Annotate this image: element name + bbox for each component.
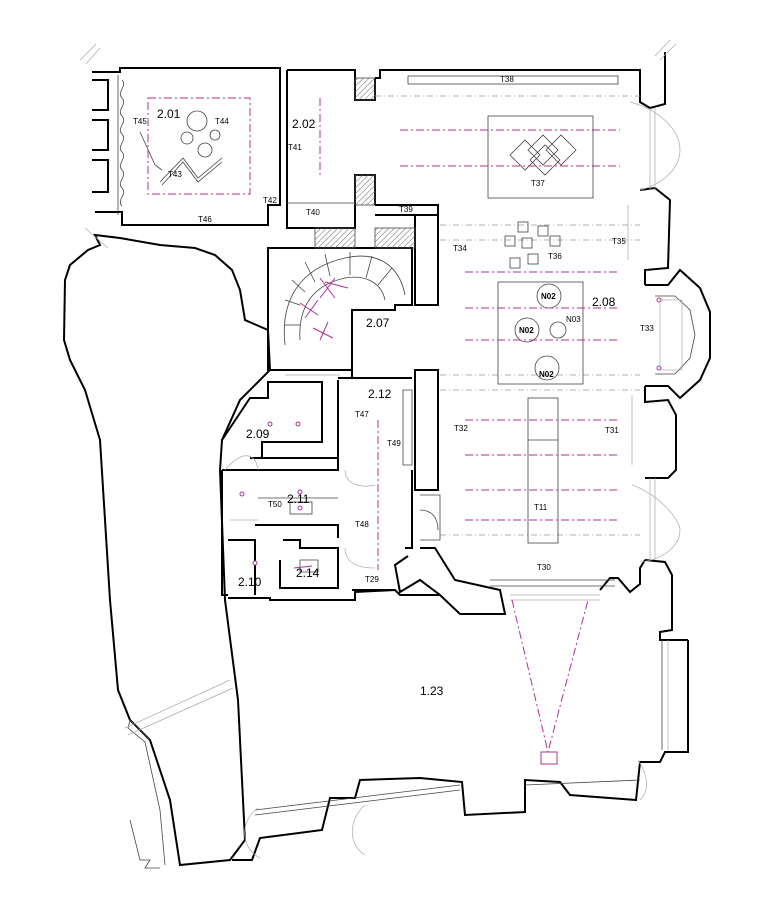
corner-ticks <box>79 39 677 249</box>
tag-t30: T30 <box>537 563 551 572</box>
tag-t40: T40 <box>306 208 320 217</box>
tag-t35: T35 <box>612 237 626 246</box>
tag-t47: T47 <box>355 410 369 419</box>
tag-t49: T49 <box>387 439 401 448</box>
room-2-01 <box>92 67 281 226</box>
tag-t11: T11 <box>534 503 548 512</box>
tag-t43: T43 <box>168 170 182 179</box>
tag-t44: T44 <box>215 117 229 126</box>
tag-t46: T46 <box>198 215 212 224</box>
tag-t39: T39 <box>399 205 413 214</box>
left-corridor-walls <box>62 233 272 869</box>
tag-t42: T42 <box>263 196 277 205</box>
tag-t38: T38 <box>500 75 514 84</box>
room-labels: 2.01 2.02 2.07 2.08 2.09 2.10 2.11 2.12 … <box>157 107 616 698</box>
rooms-west-wing <box>221 370 441 601</box>
room-label-2-07: 2.07 <box>366 316 390 330</box>
node-n02-mid: N02 <box>519 326 534 335</box>
room-2-02 <box>286 69 376 229</box>
node-n03: N03 <box>566 315 581 324</box>
room-1-23 <box>228 588 689 861</box>
room-label-2-10: 2.10 <box>238 575 262 589</box>
room-label-2-09: 2.09 <box>246 427 270 441</box>
element-tags: T11 T29 T30 T31 T32 T33 T34 T35 T36 T37 … <box>133 75 654 584</box>
tag-t50: T50 <box>268 500 282 509</box>
node-n02-top: N02 <box>541 292 556 301</box>
room-label-2-11: 2.11 <box>287 492 310 506</box>
node-n02-bot: N02 <box>539 370 554 379</box>
tag-t33: T33 <box>640 324 654 333</box>
tag-t37: T37 <box>531 179 545 188</box>
room-2-07 <box>267 227 416 371</box>
tag-t32: T32 <box>454 424 468 433</box>
room-label-2-12: 2.12 <box>368 387 392 401</box>
room-label-2-08: 2.08 <box>592 295 616 309</box>
tag-t29: T29 <box>365 575 379 584</box>
tag-t31: T31 <box>605 426 619 435</box>
room-label-2-14: 2.14 <box>296 566 320 580</box>
tag-t45: T45 <box>133 117 147 126</box>
tag-t34: T34 <box>453 244 467 253</box>
room-2-08 <box>375 52 711 641</box>
tag-t36: T36 <box>548 252 562 261</box>
node-labels: N02 N02 N02 N03 <box>519 292 581 379</box>
room-label-2-01: 2.01 <box>157 107 181 121</box>
room-label-1-23: 1.23 <box>420 684 444 698</box>
tag-t48: T48 <box>355 520 369 529</box>
room-label-2-02: 2.02 <box>292 117 316 131</box>
tag-t41: T41 <box>288 143 302 152</box>
